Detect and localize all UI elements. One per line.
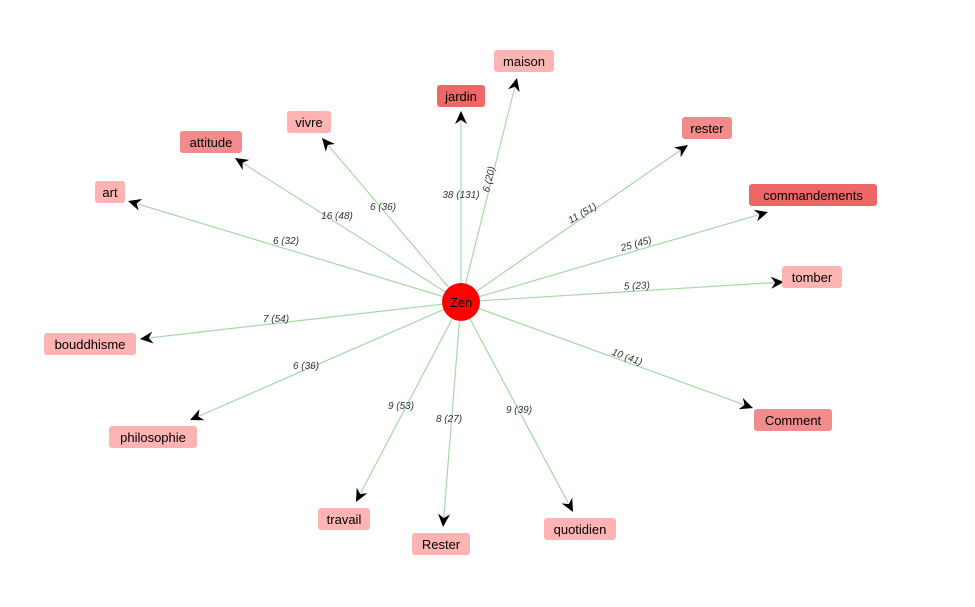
edge-arrowhead-bouddhisme <box>140 331 154 344</box>
node-label-comment: Comment <box>765 413 822 428</box>
node-label-travail: travail <box>327 512 362 527</box>
edge-label-quotidien: 9 (39) <box>506 405 532 416</box>
edge-arrowhead-rester <box>673 145 688 158</box>
node-commandements[interactable]: commandements <box>749 184 877 206</box>
node-label-jardin: jardin <box>444 89 477 104</box>
node-label-rester2: Rester <box>422 537 461 552</box>
edge-comment <box>478 307 744 406</box>
edge-arrowhead-art <box>128 199 143 211</box>
edge-label-attitude: 16 (48) <box>321 211 353 222</box>
node-box-bouddhisme[interactable] <box>44 333 136 355</box>
node-box-quotidien[interactable] <box>544 518 616 540</box>
edge-attitude <box>243 162 446 293</box>
node-philosophie[interactable]: philosophie <box>109 426 197 448</box>
node-box-travail[interactable] <box>318 508 370 530</box>
node-quotidien[interactable]: quotidien <box>544 518 616 540</box>
edge-label-rester2: 8 (27) <box>436 414 462 425</box>
edge-arrowhead-travail <box>356 487 368 502</box>
node-jardin[interactable]: jardin <box>437 85 485 107</box>
edge-arrowhead-jardin <box>455 111 467 124</box>
node-rester2[interactable]: Rester <box>412 533 470 555</box>
center-node-circle[interactable] <box>442 283 480 321</box>
edge-maison <box>465 87 516 284</box>
node-box-art[interactable] <box>95 181 125 203</box>
node-label-tomber: tomber <box>792 270 833 285</box>
edge-label-vivre: 6 (36) <box>370 202 396 213</box>
node-box-vivre[interactable] <box>287 111 331 133</box>
node-label-philosophie: philosophie <box>120 430 186 445</box>
node-box-attitude[interactable] <box>180 131 242 153</box>
node-box-maison[interactable] <box>494 50 554 72</box>
edge-label-maison: 6 (20) <box>481 165 498 193</box>
edge-rester <box>476 150 681 292</box>
node-box-rester2[interactable] <box>412 533 470 555</box>
center-node-label: Zen <box>450 295 472 310</box>
edge-label-jardin: 38 (131) <box>442 190 479 201</box>
node-label-bouddhisme: bouddhisme <box>55 337 126 352</box>
edge-label-bouddhisme: 7 (54) <box>263 314 289 325</box>
node-art[interactable]: art <box>95 181 125 203</box>
node-box-jardin[interactable] <box>437 85 485 107</box>
edge-arrowhead-tomber <box>770 276 784 289</box>
node-tomber[interactable]: tomber <box>782 266 842 288</box>
node-label-quotidien: quotidien <box>554 522 607 537</box>
node-box-commandements[interactable] <box>749 184 877 206</box>
edge-label-tomber: 5 (23) <box>624 280 651 292</box>
edge-tomber <box>479 282 775 302</box>
node-label-attitude: attitude <box>190 135 233 150</box>
edge-vivre <box>328 145 450 288</box>
node-label-rester: rester <box>690 121 724 136</box>
edge-arrowhead-philosophie <box>190 409 205 421</box>
node-comment[interactable]: Comment <box>754 409 832 431</box>
node-travail[interactable]: travail <box>318 508 370 530</box>
edge-arrowhead-attitude <box>235 158 250 170</box>
node-rester[interactable]: rester <box>682 117 732 139</box>
edge-arrowhead-quotidien <box>561 497 573 512</box>
node-vivre[interactable]: vivre <box>287 111 331 133</box>
node-box-comment[interactable] <box>754 409 832 431</box>
edge-art <box>137 203 443 298</box>
node-attitude[interactable]: attitude <box>180 131 242 153</box>
edge-arrowhead-commandements <box>753 209 768 222</box>
edge-rester2 <box>443 320 461 518</box>
nodes-layer: jardin maison rester commandements tomberCom… <box>44 50 877 555</box>
center-node[interactable]: Zen <box>442 283 480 321</box>
node-maison[interactable]: maison <box>494 50 554 72</box>
node-box-philosophie[interactable] <box>109 426 197 448</box>
edge-travail <box>360 318 453 494</box>
node-label-commandements: commandements <box>763 188 863 203</box>
edge-arrowhead-maison <box>508 78 520 93</box>
node-label-maison: maison <box>503 54 545 69</box>
node-box-tomber[interactable] <box>782 266 842 288</box>
edge-label-rester: 11 (51) <box>567 201 599 226</box>
edge-label-travail: 9 (53) <box>388 401 414 412</box>
edge-commandements <box>479 214 759 298</box>
edge-bouddhisme <box>149 303 443 339</box>
edge-label-comment: 10 (41) <box>610 347 644 368</box>
node-box-rester[interactable] <box>682 117 732 139</box>
edge-arrowhead-rester2 <box>438 513 450 527</box>
edge-philosophie <box>198 309 444 417</box>
node-label-art: art <box>102 185 118 200</box>
edge-arrowhead-comment <box>738 397 753 410</box>
edge-quotidien <box>469 318 569 504</box>
edge-label-art: 6 (32) <box>273 236 299 247</box>
edge-label-commandements: 25 (45) <box>619 235 653 255</box>
edge-arrowhead-vivre <box>322 138 335 152</box>
edge-label-philosophie: 6 (36) <box>293 361 319 372</box>
node-bouddhisme[interactable]: bouddhisme <box>44 333 136 355</box>
node-label-vivre: vivre <box>295 115 322 130</box>
